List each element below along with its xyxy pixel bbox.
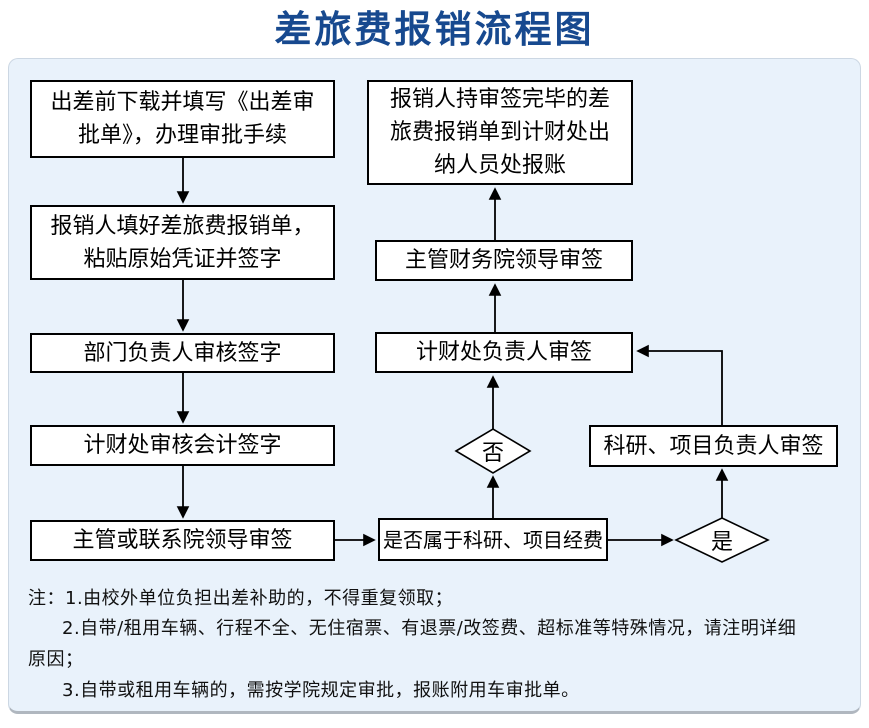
note-line-2: 2.自带/租用车辆、行程不全、无住宿票、有退票/改签费、超标准等特殊情况，请注明… bbox=[62, 618, 797, 639]
decision-yes-label: 是 bbox=[710, 530, 733, 555]
note-line-1: 注：1.由校外单位负担出差补助的，不得重复领取； bbox=[28, 588, 454, 609]
node-fill-reimbursement-form: 报销人填好差旅费报销单， 粘贴原始凭证并签字 bbox=[30, 205, 335, 280]
node-finance-head-approval: 计财处负责人审签 bbox=[375, 332, 633, 373]
node-prepare-approval-form: 出差前下载并填写《出差审 批单》，办理审批手续 bbox=[30, 80, 335, 158]
node-research-project-leader-approval: 科研、项目负责人审签 bbox=[589, 425, 838, 467]
page-title: 差旅费报销流程图 bbox=[274, 7, 595, 51]
node-finance-college-leader-approval: 主管财务院领导审签 bbox=[375, 240, 633, 281]
node-cashier-reimbursement: 报销人持审签完毕的差 旅费报销单到计财处出 纳人员处报账 bbox=[367, 80, 633, 185]
decision-no-label: 否 bbox=[481, 441, 504, 466]
node-finance-accountant-review: 计财处审核会计签字 bbox=[30, 425, 335, 466]
note-line-3: 原因； bbox=[28, 649, 84, 670]
node-is-research-project-fund: 是否属于科研、项目经费 bbox=[378, 518, 608, 561]
node-dept-head-review: 部门负责人审核签字 bbox=[30, 333, 335, 373]
node-college-leader-approval: 主管或联系院领导审签 bbox=[30, 520, 335, 561]
note-line-4: 3.自带或租用车辆的，需按学院规定审批，报账附用车审批单。 bbox=[62, 680, 580, 701]
